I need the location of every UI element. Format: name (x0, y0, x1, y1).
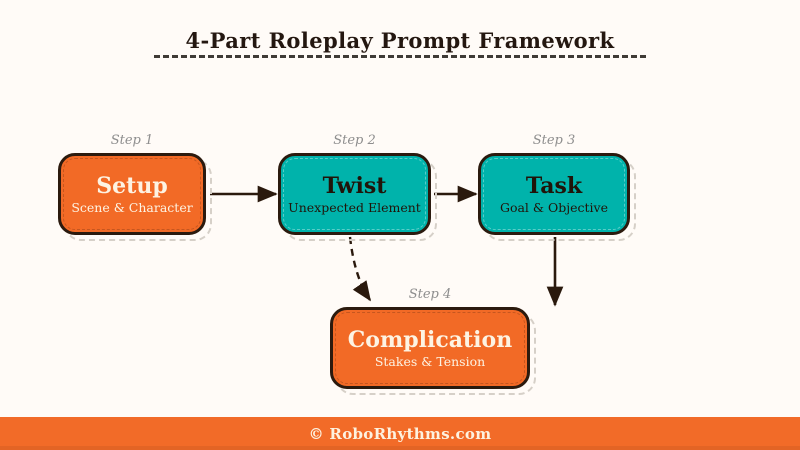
step-node-task: Step 3 Task Goal & Objective (478, 133, 636, 241)
box-subtitle: Unexpected Element (288, 199, 421, 215)
step-node-complication: Step 4 Complication Stakes & Tension (330, 287, 536, 395)
title-block: 4-Part Roleplay Prompt Framework (0, 28, 800, 53)
page-title: 4-Part Roleplay Prompt Framework (185, 28, 615, 53)
box-subtitle: Stakes & Tension (374, 353, 486, 369)
box-title: Complication (347, 326, 513, 353)
step-label: Step 2 (333, 133, 376, 148)
step-label: Step 1 (110, 133, 154, 148)
box-title: Task (525, 172, 583, 199)
flow-box-twist: Twist Unexpected Element (278, 153, 431, 235)
step-node-setup: Step 1 Setup Scene & Character (58, 133, 212, 241)
step-node-twist: Step 2 Twist Unexpected Element (278, 133, 437, 241)
step-label: Step 3 (532, 133, 576, 148)
footer-bar: © RoboRhythms.com (0, 417, 800, 450)
flow-box-complication: Complication Stakes & Tension (330, 307, 530, 389)
flow-box-setup: Setup Scene & Character (58, 153, 206, 235)
footer-text: © RoboRhythms.com (308, 424, 492, 443)
step-label: Step 4 (408, 287, 452, 302)
box-title: Setup (96, 172, 168, 199)
box-subtitle: Scene & Character (71, 199, 193, 215)
box-title: Twist (322, 172, 387, 199)
flow-box-task: Task Goal & Objective (478, 153, 630, 235)
box-subtitle: Goal & Objective (499, 199, 609, 215)
title-underline (154, 55, 646, 58)
